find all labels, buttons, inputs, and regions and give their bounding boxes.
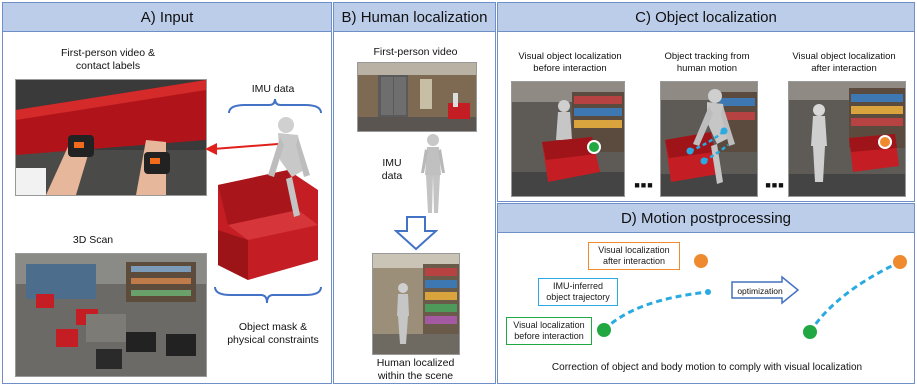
green-marker-before bbox=[587, 140, 601, 154]
orange-marker-after bbox=[878, 135, 892, 149]
first-person-image bbox=[15, 79, 207, 196]
ellipsis-1: ■■■ bbox=[634, 180, 654, 190]
result-label: Human localized within the scene bbox=[376, 357, 455, 382]
col1-label: Visual object localization before intera… bbox=[518, 51, 622, 74]
mask-label: Object mask & physical constraints bbox=[227, 321, 319, 346]
imu-trajectory-left bbox=[597, 289, 711, 337]
col2-label: Object tracking from human motion bbox=[664, 51, 750, 74]
object-tracking-image bbox=[660, 81, 758, 197]
panel-input: A) Input First-person video & contact la… bbox=[2, 2, 332, 384]
imu-bracket bbox=[228, 98, 322, 114]
imu-data-label-a: IMU data bbox=[251, 83, 295, 95]
imu-data-label-b: IMU data bbox=[381, 157, 403, 182]
panel-human-header: B) Human localization bbox=[334, 3, 495, 32]
panel-motion: D) Motion postprocessing Visual localiza… bbox=[497, 203, 915, 384]
human-localized-image bbox=[372, 253, 460, 355]
scan-label: 3D Scan bbox=[72, 234, 114, 246]
optimized-trajectory bbox=[803, 255, 907, 339]
mask-bracket bbox=[214, 286, 322, 304]
panel-human-title: B) Human localization bbox=[341, 8, 488, 26]
human-chair-figure bbox=[218, 117, 318, 280]
panel-input-title: A) Input bbox=[140, 8, 194, 26]
ellipsis-2: ■■■ bbox=[765, 180, 785, 190]
panel-object-title: C) Object localization bbox=[635, 8, 777, 26]
video-label: First-person video bbox=[373, 46, 458, 58]
panel-object-header: C) Object localization bbox=[498, 3, 914, 32]
first-person-video-image bbox=[357, 62, 477, 132]
panel-object: C) Object localization Visual object loc… bbox=[497, 2, 915, 202]
imu-trajectory-label-box: IMU-inferred object trajectory bbox=[538, 278, 618, 306]
col3-label: Visual object localization after interac… bbox=[792, 51, 896, 74]
tracking-trajectory bbox=[686, 127, 729, 165]
before-label-box: Visual localization before interaction bbox=[506, 317, 592, 345]
object-before-image bbox=[511, 81, 625, 197]
first-person-label: First-person video & contact labels bbox=[61, 47, 155, 72]
motion-caption: Correction of object and body motion to … bbox=[551, 362, 863, 373]
optimization-label: optimization bbox=[737, 286, 783, 296]
panel-motion-title: D) Motion postprocessing bbox=[620, 209, 792, 227]
3d-scan-image bbox=[15, 253, 207, 377]
down-arrow bbox=[394, 216, 438, 251]
panel-input-header: A) Input bbox=[3, 3, 331, 32]
panel-human: B) Human localization First-person video… bbox=[333, 2, 496, 384]
optimization-arrow bbox=[731, 275, 800, 305]
panel-motion-header: D) Motion postprocessing bbox=[498, 204, 914, 233]
imu-human-figure bbox=[421, 134, 445, 213]
orange-dot bbox=[694, 254, 708, 268]
after-label-box: Visual localization after interaction bbox=[588, 242, 680, 270]
